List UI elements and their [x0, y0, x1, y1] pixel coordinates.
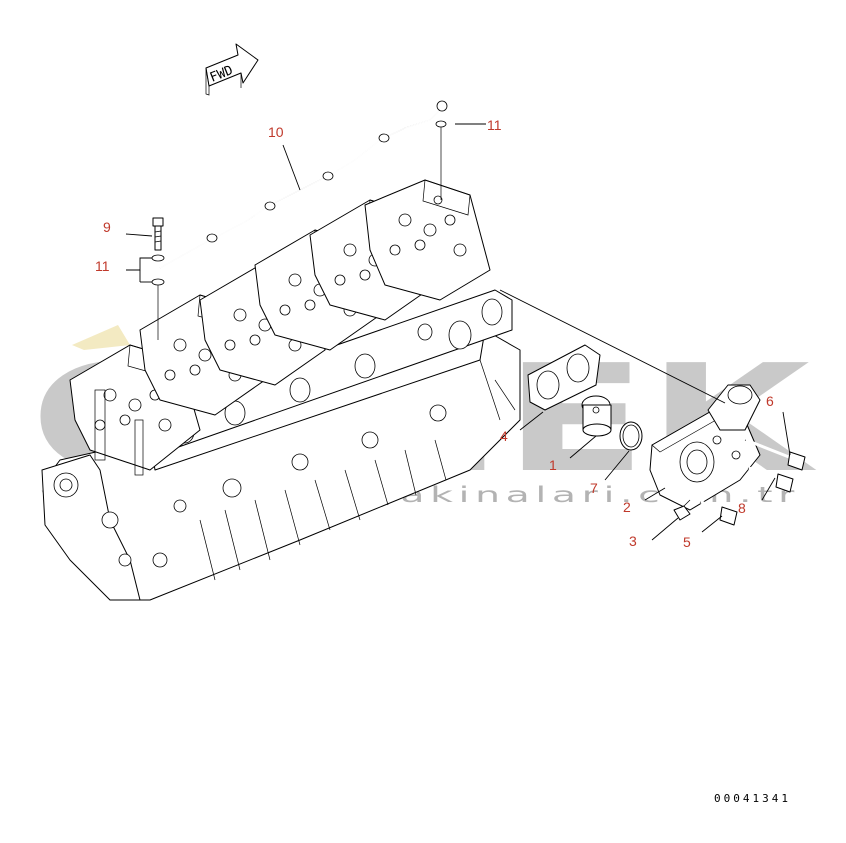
thermostat-housing-2: [649, 384, 761, 511]
callout-7: 7: [590, 480, 598, 496]
callout-3: 3: [629, 533, 637, 549]
callout-5: 5: [683, 534, 691, 550]
leader-lines: [125, 123, 791, 541]
bolt-8: [747, 466, 794, 493]
bolt-5: [699, 500, 738, 526]
drawing-number: 00041341: [714, 792, 791, 805]
callout-2: 2: [623, 499, 631, 515]
bolt-6: [744, 438, 806, 471]
callout-11-left: 11: [95, 258, 110, 274]
plug-3: [673, 499, 691, 521]
gasket-4: [527, 344, 601, 411]
seal-ring-7: [619, 421, 643, 451]
thermostat-1: [581, 395, 612, 437]
callout-1: 1: [549, 457, 557, 473]
callout-6: 6: [766, 393, 774, 409]
manifold-flange: [149, 289, 513, 451]
callout-4: 4: [500, 428, 508, 444]
cylinder-head-6: [364, 179, 491, 301]
watermark-accent-shape: [72, 325, 130, 350]
callout-8: 8: [738, 500, 746, 516]
cylinder-heads: [69, 179, 491, 476]
callout-11-top: 11: [487, 117, 502, 133]
tube-assembly: [159, 100, 448, 269]
callout-labels: 10 11 9 11 6 4 1 7 2 8 3 5: [95, 117, 774, 550]
washer-11-top: [435, 120, 447, 200]
callout-10: 10: [268, 124, 284, 140]
fwd-arrow-icon: FWD: [205, 43, 259, 96]
callout-9: 9: [103, 219, 111, 235]
